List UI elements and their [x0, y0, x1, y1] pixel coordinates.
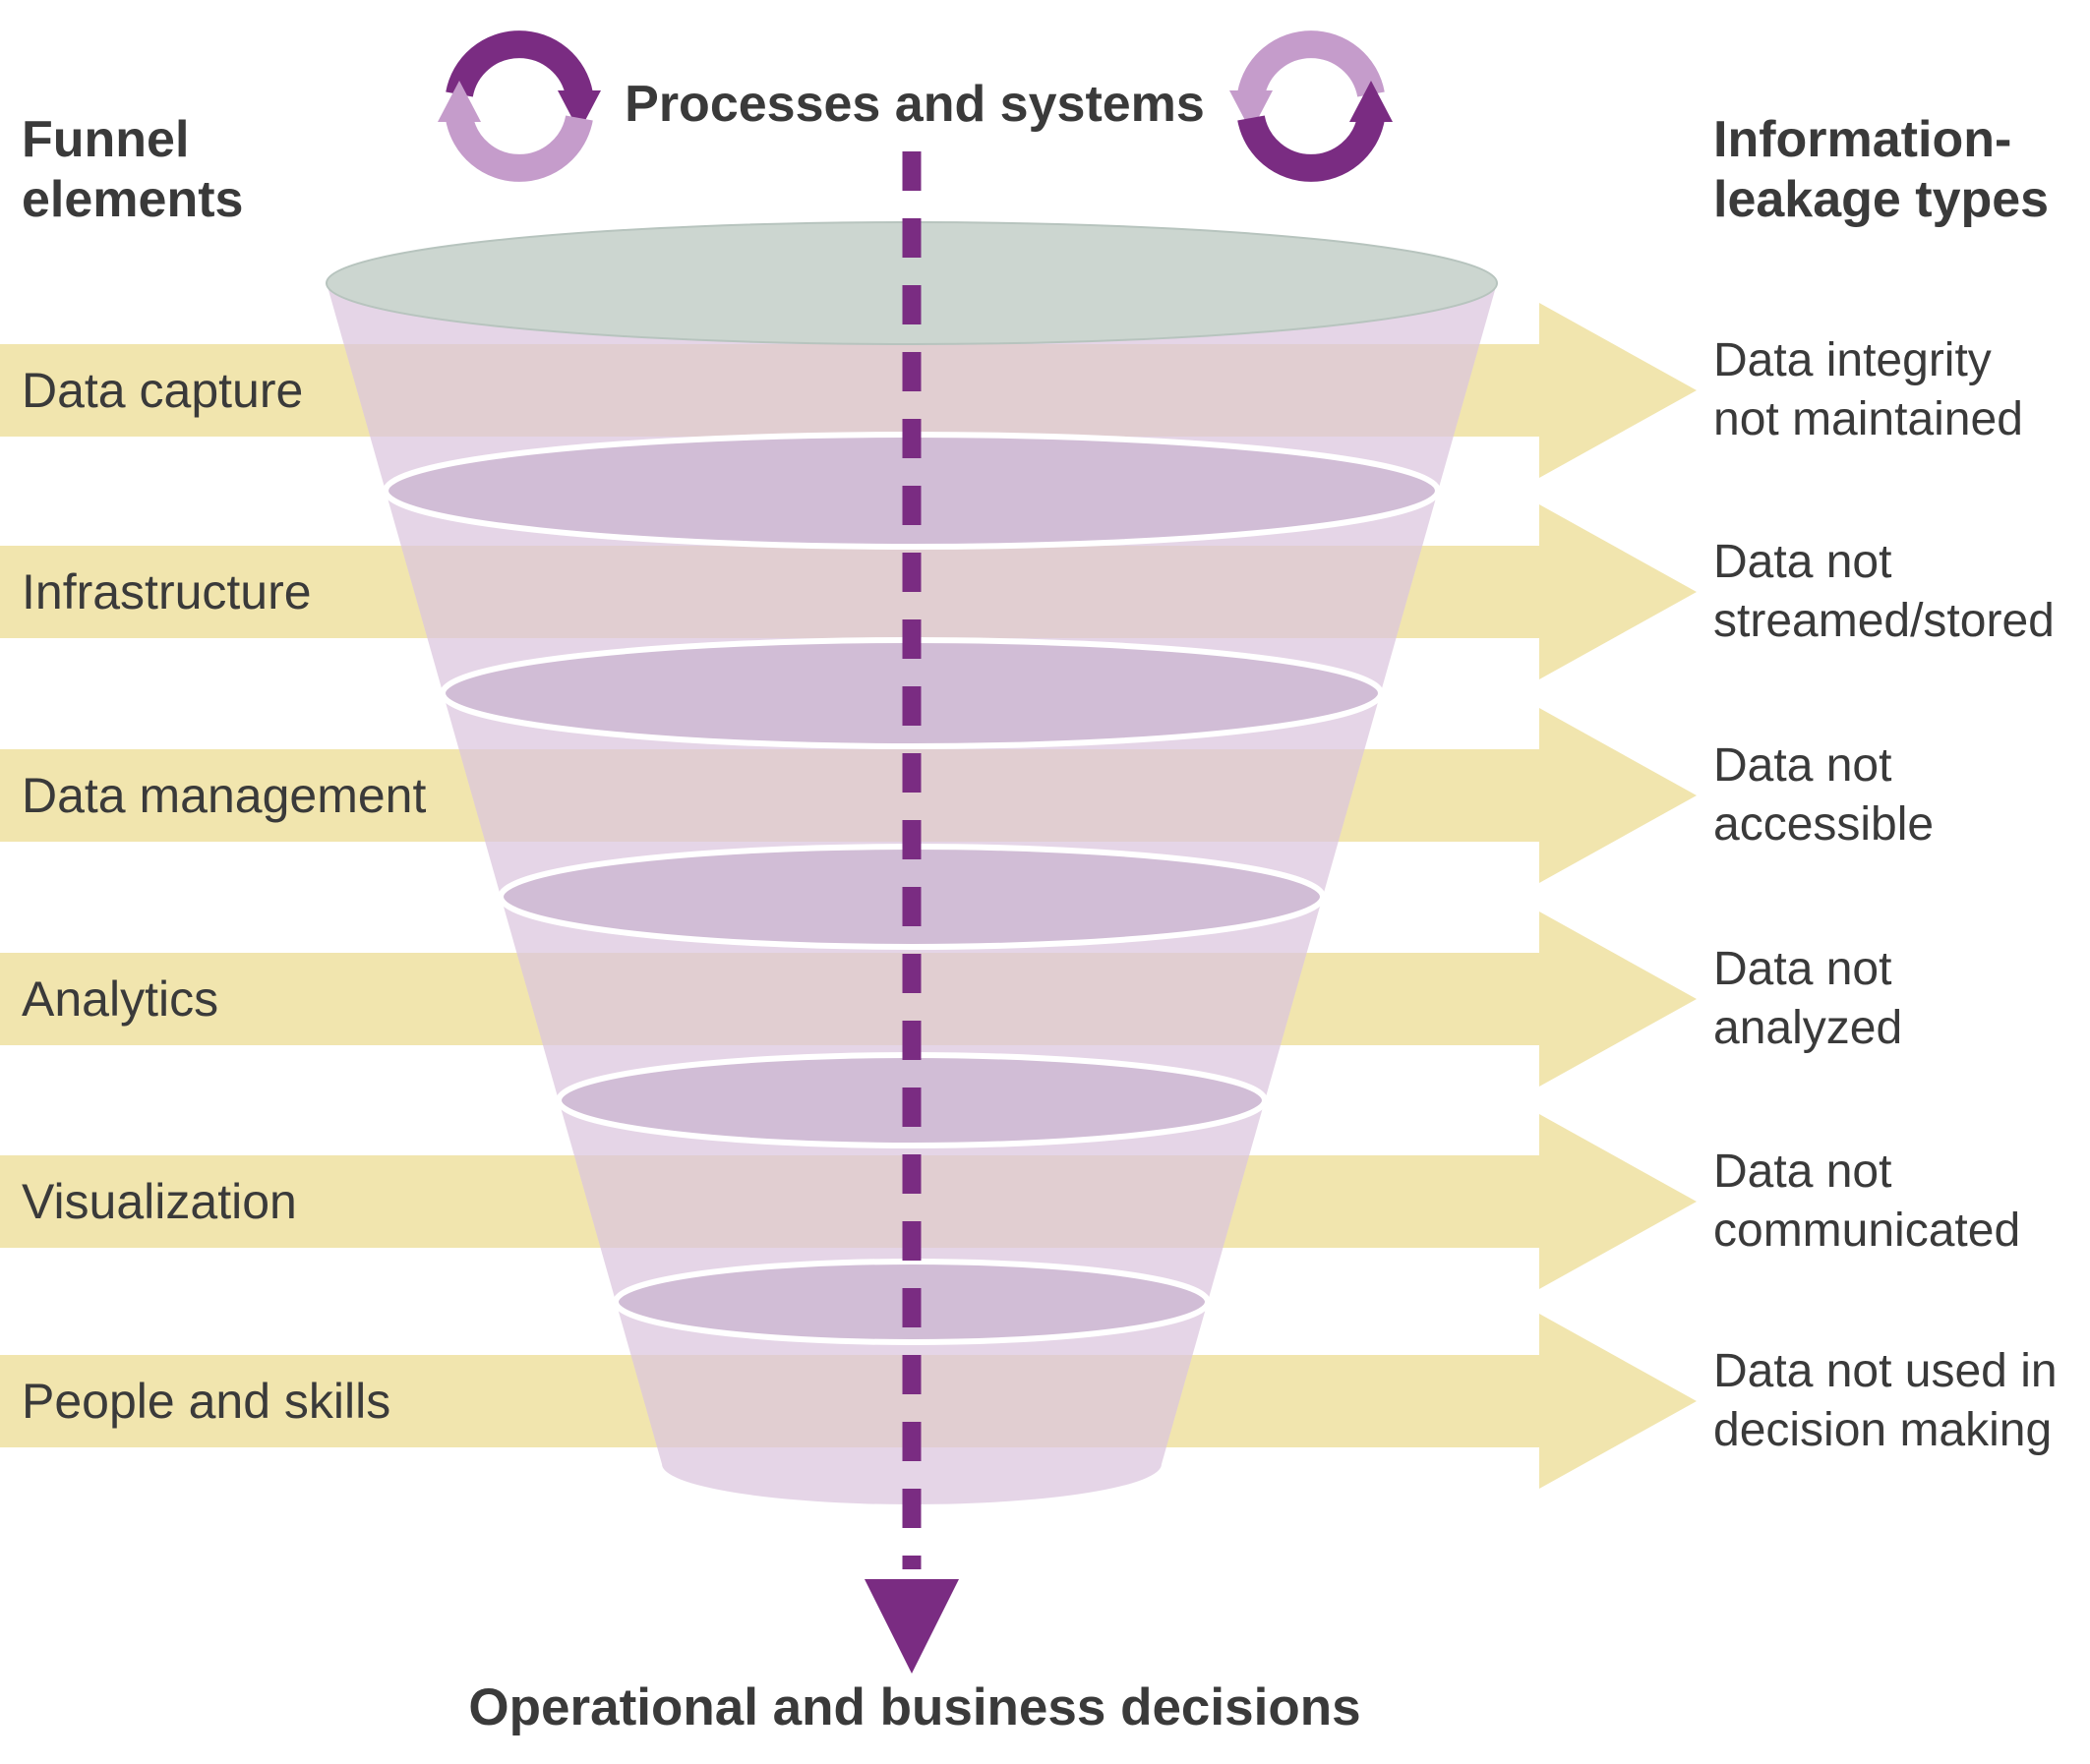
leakage-type-line2: accessible [1713, 798, 1935, 851]
leakage-type-line2: streamed/stored [1713, 595, 2055, 647]
funnel-element-label: Data capture [22, 363, 304, 418]
leakage-type-label: Data not used in decision making [1713, 1314, 2087, 1489]
funnel-elements-title-line2: elements [22, 171, 244, 229]
leakage-type-line2: communicated [1713, 1205, 2021, 1257]
leakage-type-line1: Data not [1713, 943, 1892, 996]
leakage-type-label: Data not analyzed [1713, 911, 2087, 1087]
leakage-type-line1: Data not [1713, 536, 1892, 589]
leakage-type-line1: Data not used in [1713, 1345, 2058, 1398]
leakage-types-title-line2: leakage types [1713, 171, 2050, 229]
leakage-types-title: Information- leakage types [1713, 110, 2049, 231]
funnel-element-label: Visualization [22, 1174, 297, 1229]
leakage-type-line1: Data not [1713, 1146, 1892, 1199]
bottom-label: Operational and business decisions [468, 1678, 1361, 1736]
funnel-row: Data capture Data integrity not maintain… [0, 303, 2090, 478]
processes-systems-title: Processes and systems [625, 76, 1205, 133]
funnel-element-label: People and skills [22, 1374, 391, 1429]
leakage-arrow-band [0, 911, 1697, 1087]
funnel-row: Data management Data not accessible [0, 708, 2090, 883]
funnel-elements-title-line1: Funnel [22, 111, 190, 168]
funnel-row: Infrastructure Data not streamed/stored [0, 504, 2090, 679]
leakage-type-line2: not maintained [1713, 393, 2023, 445]
leakage-type-label: Data integrity not maintained [1713, 303, 2087, 478]
leakage-type-line1: Data not [1713, 739, 1892, 793]
funnel-element-label: Data management [22, 768, 427, 823]
funnel-row: Visualization Data not communicated [0, 1114, 2090, 1289]
funnel-element-label: Analytics [22, 971, 219, 1027]
funnel-row: Analytics Data not analyzed [0, 911, 2090, 1087]
leakage-type-line2: decision making [1713, 1404, 2053, 1456]
funnel-element-label: Infrastructure [22, 564, 312, 619]
leakage-type-line2: analyzed [1713, 1002, 1903, 1054]
funnel-row: People and skills Data not used in decis… [0, 1314, 2090, 1489]
leakage-types-title-line1: Information- [1713, 111, 2012, 168]
leakage-type-label: Data not accessible [1713, 708, 2087, 883]
leakage-type-label: Data not streamed/stored [1713, 504, 2087, 679]
leakage-type-label: Data not communicated [1713, 1114, 2087, 1289]
leakage-type-line1: Data integrity [1713, 334, 1992, 387]
funnel-elements-title: Funnel elements [22, 110, 243, 231]
